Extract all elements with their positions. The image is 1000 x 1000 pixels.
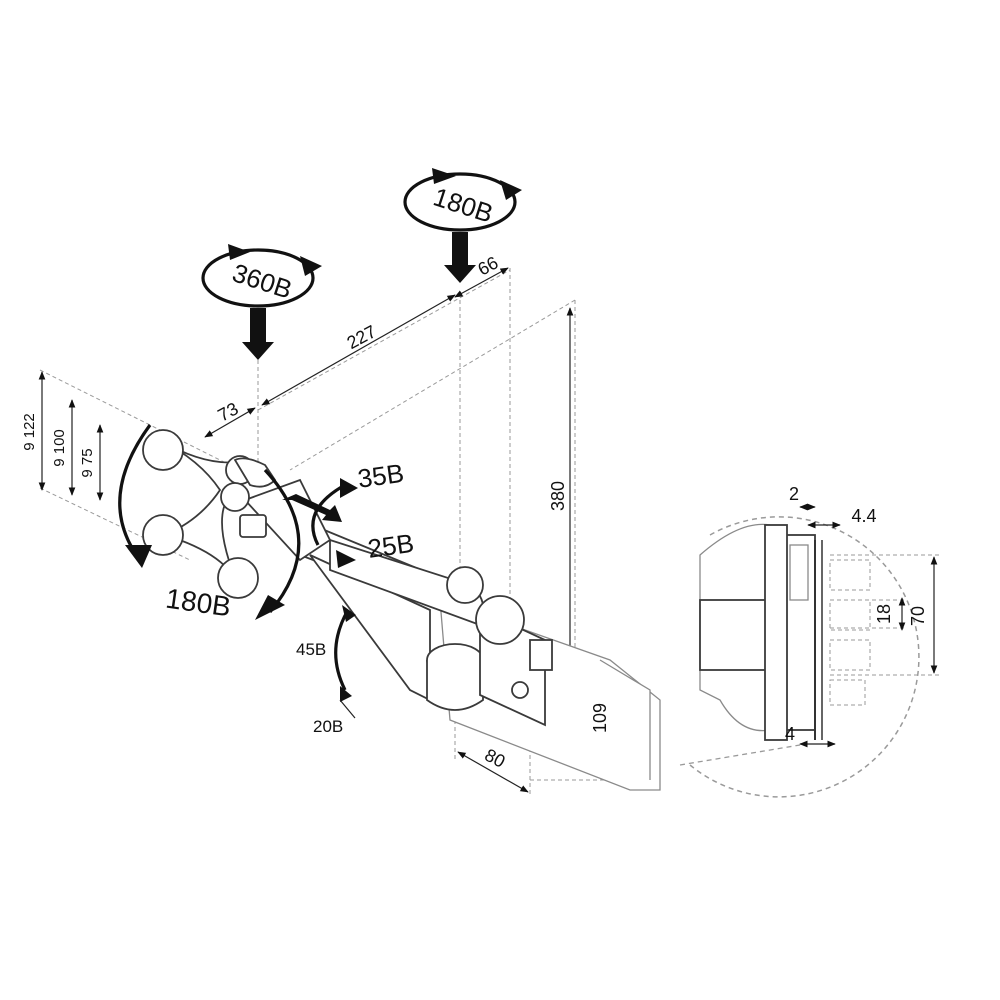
arm-tilt-arrows (334, 605, 356, 719)
dim-66: 66 (474, 252, 501, 279)
dim-vesa-122: 9 122 (21, 413, 38, 451)
rotation-180-plate (118, 424, 301, 620)
rotation-label-20: 20В (313, 717, 343, 736)
dim-73: 73 (214, 398, 241, 425)
dim-vesa-75: 9 75 (79, 448, 96, 477)
mount-arm (142, 429, 661, 791)
detail-dim-4: 4 (785, 724, 795, 744)
detail-dim-70: 70 (908, 606, 928, 626)
detail-view: 2 4.4 18 70 4 (679, 484, 940, 798)
rotation-360 (201, 244, 322, 360)
rotation-label-180-top: 180В (430, 181, 497, 228)
detail-dim-2: 2 (789, 484, 799, 504)
detail-dim-4-4: 4.4 (851, 506, 876, 526)
rotation-180-top (403, 168, 522, 283)
rotation-label-35: 35В (356, 458, 406, 494)
detail-dim-18: 18 (874, 604, 894, 624)
tilt-arrows (282, 478, 358, 568)
dim-vesa-100: 9 100 (51, 429, 68, 467)
rotation-label-25: 25В (366, 528, 416, 564)
rotation-label-45: 45В (296, 640, 326, 659)
dim-227: 227 (344, 321, 380, 353)
rotation-label-360: 360В (229, 257, 296, 304)
dim-380: 380 (548, 481, 568, 511)
dim-109: 109 (590, 703, 610, 733)
dimension-lines (38, 267, 619, 793)
